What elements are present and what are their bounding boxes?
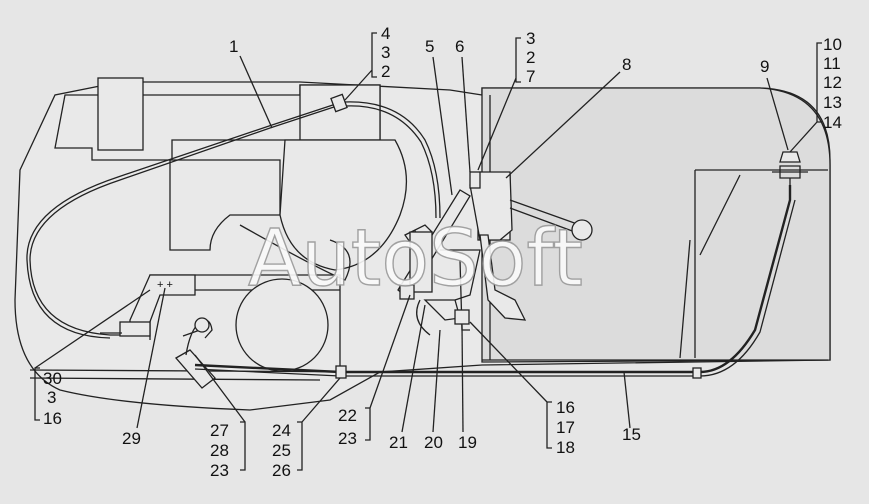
leader-lines bbox=[34, 32, 822, 471]
callout-3-mid: 3 bbox=[526, 29, 535, 48]
cable-end-fitting-29 bbox=[119, 321, 151, 337]
lever-pivot bbox=[194, 317, 210, 333]
callout-18: 18 bbox=[556, 438, 575, 457]
callout-28: 28 bbox=[210, 441, 229, 460]
pedal-ball bbox=[571, 219, 593, 241]
callout-25: 25 bbox=[272, 441, 291, 460]
cable-1-loop bbox=[29, 104, 341, 336]
callout-30: 30 bbox=[43, 369, 62, 388]
callout-6: 6 bbox=[455, 37, 464, 56]
cable-clamp-lower bbox=[335, 365, 347, 379]
choke-knob bbox=[779, 151, 801, 163]
callout-7: 7 bbox=[526, 67, 535, 86]
cable-1-to-pedal bbox=[344, 101, 441, 219]
watermark: AutoSoft bbox=[248, 214, 583, 304]
radiator-housing bbox=[169, 159, 281, 251]
callout-24: 24 bbox=[272, 421, 291, 440]
air-filter-box bbox=[97, 77, 144, 151]
callout-12: 12 bbox=[823, 73, 842, 92]
callout-3-top: 3 bbox=[381, 43, 390, 62]
callout-4-top: 4 bbox=[381, 24, 390, 43]
callout-14: 14 bbox=[823, 113, 842, 132]
cable-1-loop-inner bbox=[26, 101, 343, 339]
callout-3-left: 3 bbox=[47, 388, 56, 407]
cable-clamp-upper bbox=[330, 93, 348, 113]
pedal-rod bbox=[509, 199, 581, 233]
cab-panel bbox=[481, 87, 831, 363]
cable-clamp-right bbox=[692, 367, 702, 379]
air-intake-cone bbox=[279, 139, 408, 271]
cable-clamp-5-6 bbox=[469, 171, 481, 189]
callout-23-left: 23 bbox=[210, 461, 229, 480]
callout-10: 10 bbox=[823, 35, 842, 54]
callout-15: 15 bbox=[622, 425, 641, 444]
callout-27: 27 bbox=[210, 421, 229, 440]
air-intake-arc bbox=[239, 224, 351, 281]
callout-19: 19 bbox=[458, 433, 477, 452]
callout-17: 17 bbox=[556, 418, 575, 437]
callout-9: 9 bbox=[760, 57, 769, 76]
callout-2-mid: 2 bbox=[526, 48, 535, 67]
pedal-upper-bracket bbox=[409, 231, 433, 293]
cable-1-to-pedal-inner bbox=[345, 105, 437, 219]
callout-29: 29 bbox=[122, 429, 141, 448]
choke-knob-nut bbox=[772, 165, 808, 200]
callout-22: 22 bbox=[338, 406, 357, 425]
pedal-clip bbox=[454, 309, 470, 325]
engine-top-box bbox=[299, 84, 381, 141]
callout-13: 13 bbox=[823, 93, 842, 112]
callout-5: 5 bbox=[425, 37, 434, 56]
svg-text:+ +: + + bbox=[157, 279, 173, 291]
callout-16-left: 16 bbox=[43, 409, 62, 428]
callout-23-mid: 23 bbox=[338, 429, 357, 448]
callout-8: 8 bbox=[622, 55, 631, 74]
callout-2-top: 2 bbox=[381, 62, 390, 81]
callout-16-right: 16 bbox=[556, 398, 575, 417]
callout-26: 26 bbox=[272, 461, 291, 480]
pedal-arm bbox=[479, 234, 527, 321]
callout-20: 20 bbox=[424, 433, 443, 452]
callout-1: 1 bbox=[229, 37, 238, 56]
cab-window-frame bbox=[679, 169, 828, 359]
callout-21: 21 bbox=[389, 433, 408, 452]
callout-11: 11 bbox=[823, 54, 841, 73]
